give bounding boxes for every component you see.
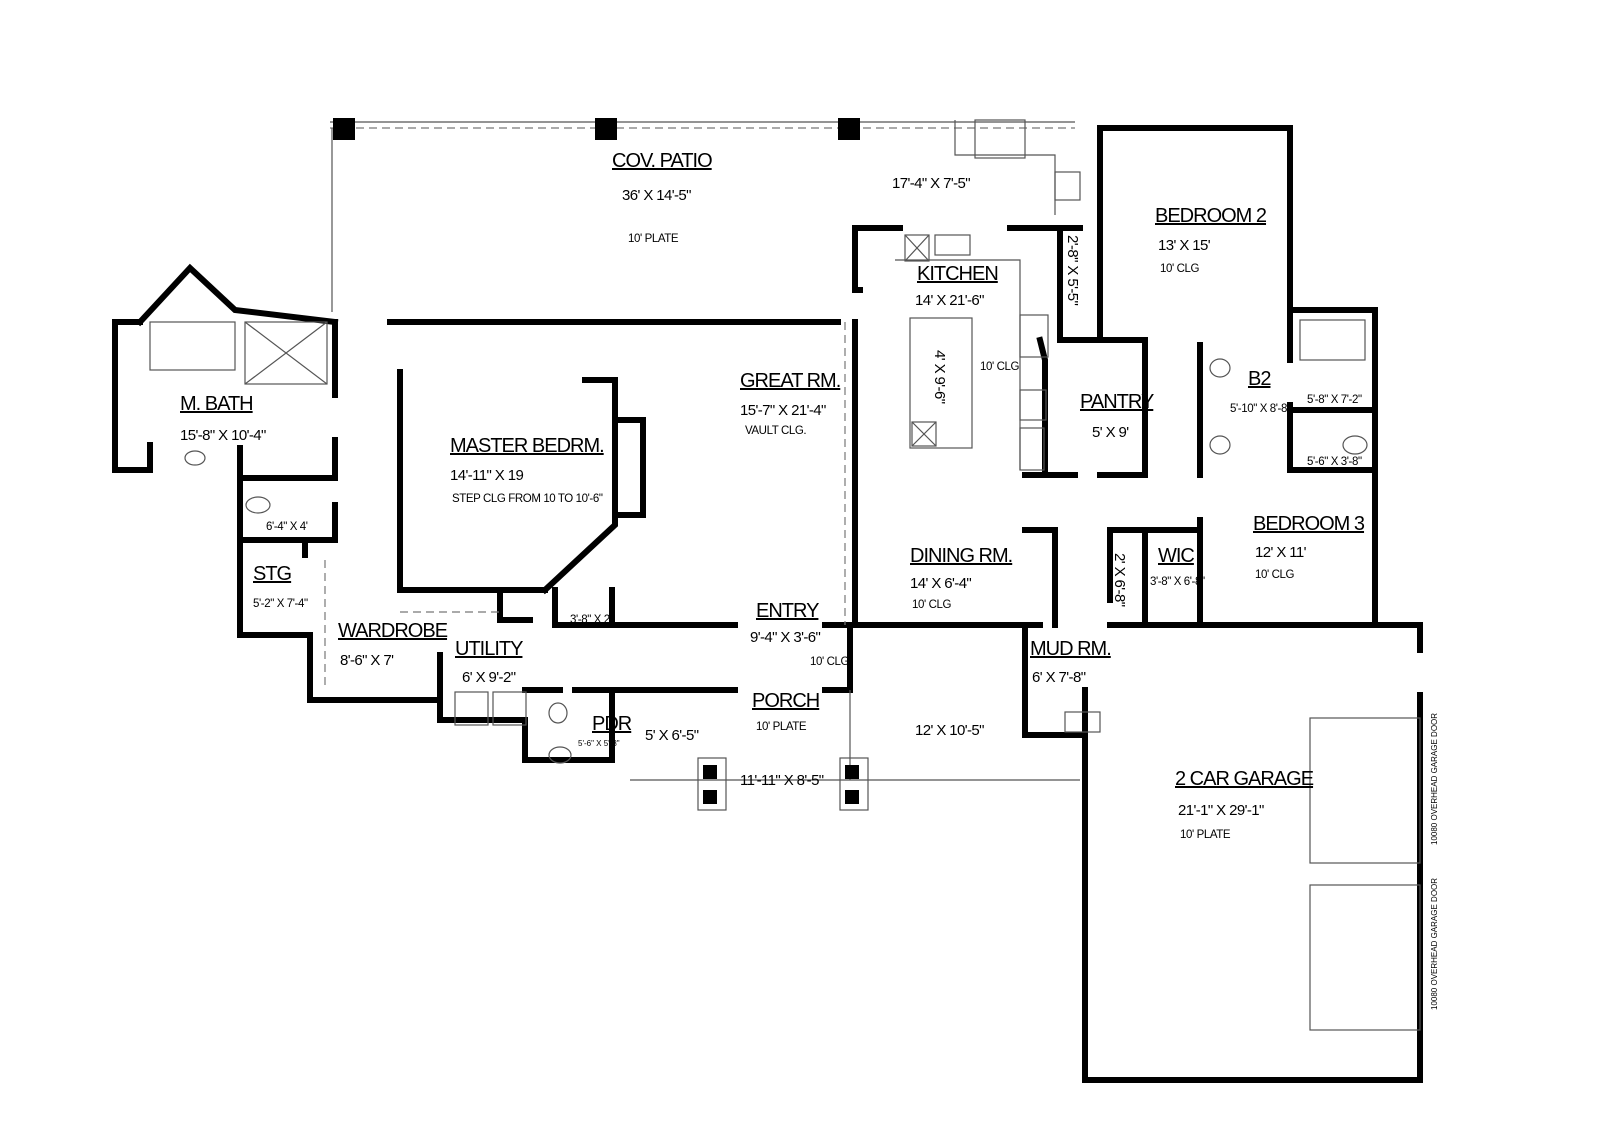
room-label: 9'-4" X 3'-6" [750, 629, 821, 646]
room-label: 2' X 6'-8" [1111, 553, 1128, 607]
sink-icon [1054, 171, 1081, 201]
room-name: STG [253, 563, 292, 585]
room-label: 14' X 21'-6" [915, 292, 984, 309]
room-label: 5'-10" X 8'-8" [1230, 403, 1291, 415]
room-label: 5' X 6'-5" [645, 727, 699, 744]
room-name: BEDROOM 2 [1155, 205, 1267, 227]
room-label: 10' PLATE [756, 721, 807, 733]
room-name: PANTRY [1080, 391, 1154, 413]
room-name: WARDROBE [338, 620, 448, 642]
sink-icon [1064, 711, 1101, 733]
room-label: 10' CLG [1160, 263, 1199, 275]
room-labels: COV. PATIO 36' X 14'-5" 10' PLATE 17'-4"… [180, 150, 1439, 1010]
room-name: MUD RM. [1030, 638, 1111, 660]
room-label: 12' X 11' [1255, 544, 1307, 561]
bathtub-icon [1299, 319, 1366, 361]
room-label: 10' PLATE [1180, 829, 1231, 841]
room-label: 10' CLG [912, 599, 951, 611]
room-label: 5' X 9' [1092, 424, 1129, 441]
room-label: 4' X 9'-6" [931, 350, 948, 404]
room-label: 15'-7" X 21'-4" [740, 402, 826, 419]
room-name: M. BATH [180, 393, 253, 415]
garage-door-right [1309, 884, 1421, 1031]
room-name: 2 CAR GARAGE [1175, 768, 1314, 790]
room-name: MASTER BEDRM. [450, 435, 604, 457]
room-name: COV. PATIO [612, 150, 712, 172]
room-name: B2 [1248, 368, 1271, 390]
room-name: WIC [1158, 545, 1194, 567]
toilet-icon [245, 496, 271, 514]
fixtures [149, 234, 1421, 1031]
covered-patio [330, 118, 1081, 312]
room-label: 6'-4" X 4' [266, 521, 308, 533]
room-label: 5'-2" X 7'-4" [253, 598, 308, 610]
room-label: 13' X 15' [1158, 237, 1211, 254]
room-label: 10' CLG [1255, 569, 1294, 581]
sink-icon [548, 702, 568, 724]
room-label: 8'-6" X 7' [340, 652, 394, 669]
toilet-icon [1342, 435, 1368, 455]
room-name: PORCH [752, 690, 819, 712]
room-name: UTILITY [455, 638, 523, 660]
room-label: 15'-8" X 10'-4" [180, 427, 266, 444]
room-label: 36' X 14'-5" [622, 187, 691, 204]
washer-icon [454, 691, 489, 726]
room-label: 10080 OVERHEAD GARAGE DOOR [1430, 878, 1439, 1010]
room-label: 12' X 10'-5" [915, 722, 984, 739]
kitchen-sink-icon [934, 234, 971, 256]
room-label: 21'-1" X 29'-1" [1178, 802, 1264, 819]
room-label: 5'-6" X 3'-8" [1307, 456, 1362, 468]
room-label: 14' X 6'-4" [910, 575, 971, 592]
room-label: 10' CLG [810, 656, 849, 668]
room-label: 6' X 7'-8" [1032, 669, 1086, 686]
room-label: 3'-8" X 6'-8" [1150, 576, 1205, 588]
sink-icon [184, 450, 206, 466]
room-label: VAULT CLG. [745, 425, 806, 437]
room-label: 11'-11" X 8'-5" [740, 772, 824, 789]
room-label: STEP CLG FROM 10 TO 10'-6" [452, 493, 603, 505]
room-name: GREAT RM. [740, 370, 840, 392]
dryer-icon [492, 691, 527, 726]
room-name: KITCHEN [917, 263, 998, 285]
room-label: 17'-4" X 7'-5" [892, 175, 970, 192]
kitchen-island [909, 317, 973, 449]
sink-icon [1209, 435, 1231, 455]
refrigerator-icon [1019, 427, 1045, 471]
room-name: ENTRY [756, 600, 819, 622]
patio-column [838, 118, 860, 140]
room-label: 5'-6" X 5'-8" [578, 739, 620, 748]
room-name: BEDROOM 3 [1253, 513, 1365, 535]
room-name: PDR [592, 713, 632, 735]
grill-icon [974, 119, 1026, 159]
room-name: DINING RM. [910, 545, 1012, 567]
walls [112, 125, 1423, 1083]
shower-icon [244, 321, 328, 385]
room-label: 3'-8" X 2' [570, 614, 612, 626]
garage-door-left [1309, 717, 1421, 864]
room-label: 10' CLG [980, 361, 1019, 373]
room-label: 10' PLATE [628, 233, 679, 245]
room-label: 10080 OVERHEAD GARAGE DOOR [1430, 713, 1439, 845]
room-label: 2'-8" X 5'-5" [1064, 235, 1081, 306]
room-label: 6' X 9'-2" [462, 669, 516, 686]
toilet-icon [548, 746, 572, 764]
sink-icon [1209, 358, 1231, 378]
room-label: 14'-11" X 19 [450, 467, 524, 484]
patio-column [595, 118, 617, 140]
room-label: 5'-8" X 7'-2" [1307, 394, 1362, 406]
patio-column [333, 118, 355, 140]
bathtub-icon [149, 321, 236, 371]
